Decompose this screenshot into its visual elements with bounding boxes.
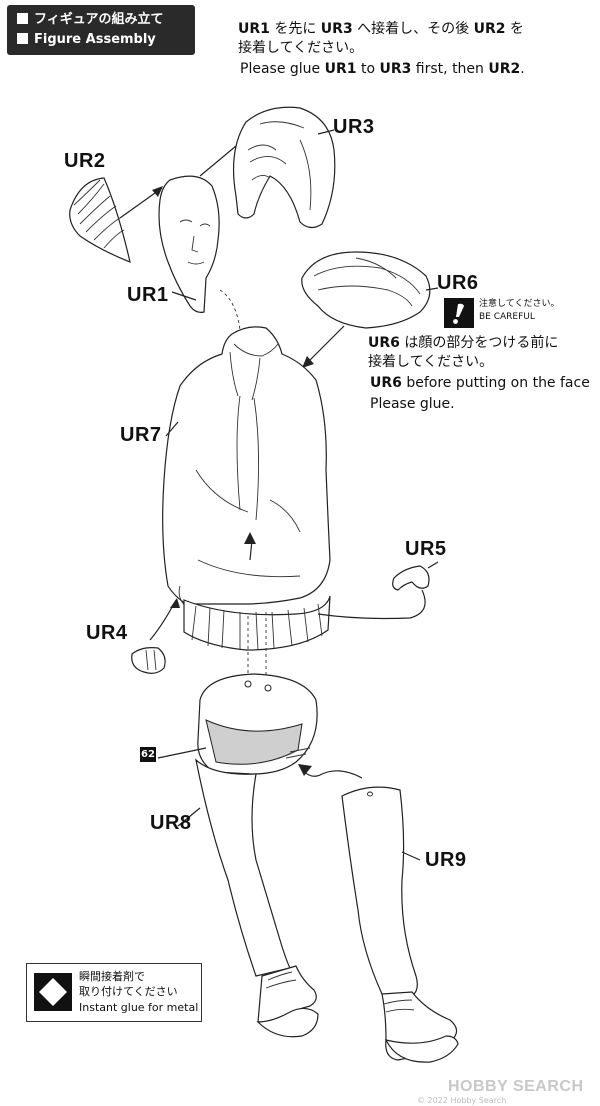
- ur8-part-drawing: [195, 673, 319, 1038]
- section-header: フィギュアの組み立て Figure Assembly: [7, 5, 195, 55]
- ur6-note-en-line1: UR6 before putting on the face: [370, 375, 590, 391]
- glue-note-box: 瞬間接着剤で 取り付けてください Instant glue for metal: [26, 963, 202, 1022]
- ur4-part-drawing: [131, 647, 166, 674]
- ur6-note-jp-line2: 接着してください。: [368, 354, 494, 370]
- exclamation-icon: [444, 298, 474, 328]
- header-title-en-row: Figure Assembly: [17, 32, 156, 48]
- part-label-ur5: UR5: [405, 538, 447, 560]
- instruction-jp-line2: 接着してください。: [238, 40, 364, 56]
- ur6-note-en-line2: Please glue.: [370, 396, 455, 412]
- watermark-brand: HOBBY SEARCH: [448, 1078, 584, 1095]
- instruction-en-line: Please glue UR1 to UR3 first, then UR2.: [240, 61, 525, 77]
- part-label-ur6: UR6: [437, 272, 479, 294]
- ur9-part-drawing: [341, 786, 459, 1063]
- glue-note-jp-line2: 取り付けてください: [79, 985, 178, 998]
- part-label-ur7: UR7: [120, 424, 162, 446]
- header-title-jp: フィギュアの組み立て: [34, 12, 164, 27]
- instruction-jp-line1: UR1 を先に UR3 へ接着し、その後 UR2 を: [238, 21, 524, 37]
- ur1-part-drawing: [158, 175, 220, 313]
- ur6-note-jp-line1: UR6 は顔の部分をつける前に: [368, 335, 559, 351]
- part-label-ur1: UR1: [127, 284, 169, 306]
- ur2-part-drawing: [69, 177, 131, 263]
- ur5-part-drawing: [392, 565, 430, 591]
- part-label-ur2: UR2: [64, 150, 106, 172]
- square-bullet-icon: [17, 33, 28, 44]
- part-label-ur4: UR4: [86, 622, 128, 644]
- watermark-copyright: © 2022 Hobby Search: [417, 1096, 507, 1105]
- part-number-badge: 62: [140, 747, 156, 762]
- part-label-ur3: UR3: [333, 116, 375, 138]
- part-label-ur9: UR9: [425, 849, 467, 871]
- ur7-part-drawing: [162, 326, 331, 651]
- part-label-ur8: UR8: [150, 812, 192, 834]
- glue-note-jp-line1: 瞬間接着剤で: [79, 970, 145, 983]
- glue-note-en: Instant glue for metal: [79, 1001, 199, 1014]
- careful-jp: 注意してください。: [479, 299, 560, 309]
- diamond-icon: [34, 973, 72, 1011]
- ur3-part-drawing: [232, 106, 336, 229]
- square-bullet-icon: [17, 13, 28, 24]
- header-title-jp-row: フィギュアの組み立て: [17, 12, 163, 28]
- header-title-en: Figure Assembly: [34, 32, 156, 47]
- ur6-part-drawing: [301, 251, 431, 329]
- careful-en: BE CAREFUL: [479, 312, 535, 322]
